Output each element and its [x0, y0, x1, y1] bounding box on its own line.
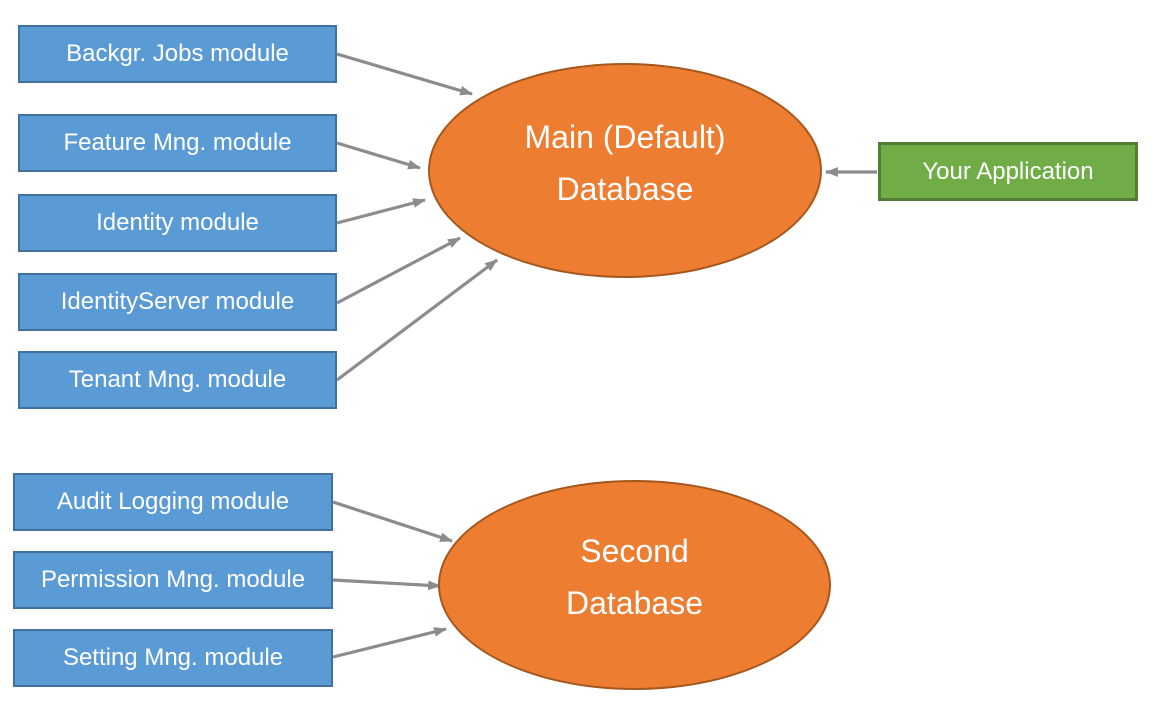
module-box-identity: Identity module	[18, 194, 337, 252]
arrow-identity-to-main-db	[336, 198, 427, 225]
arrow-tenant-mng-to-main-db	[336, 258, 498, 382]
database-name: Second Database	[566, 525, 703, 629]
module-box-backgr-jobs: Backgr. Jobs module	[18, 25, 337, 83]
application-label: Your Application	[922, 157, 1094, 185]
module-box-permission-mng: Permission Mng. module	[13, 551, 333, 609]
arrow-identityserver-to-main-db	[336, 236, 461, 305]
module-box-audit-logging: Audit Logging module	[13, 473, 333, 531]
database-name-line1: Second	[580, 533, 689, 569]
module-label: Setting Mng. module	[62, 644, 284, 671]
arrow-backgr-jobs-to-main-db	[336, 52, 474, 96]
module-box-setting-mng: Setting Mng. module	[13, 629, 333, 687]
main-database-ellipse: Main (Default) Database	[428, 63, 822, 278]
database-name-line2: Database	[556, 170, 694, 207]
module-label: Permission Mng. module	[40, 566, 306, 593]
arrow-permission-mng-to-second-db	[332, 578, 442, 591]
module-box-feature-mng: Feature Mng. module	[18, 114, 337, 172]
module-label: Feature Mng. module	[63, 129, 292, 156]
second-database-ellipse: Second Database	[438, 480, 831, 690]
arrow-feature-mng-to-main-db	[336, 141, 422, 170]
arrow-setting-mng-to-second-db	[332, 627, 448, 659]
database-name: Main (Default) Database	[525, 111, 726, 215]
module-label: Backgr. Jobs module	[66, 40, 289, 67]
module-label: Identity module	[96, 209, 259, 236]
your-application-box: Your Application	[878, 142, 1138, 201]
module-label: Tenant Mng. module	[68, 366, 287, 393]
database-name-line1: Main (Default)	[524, 118, 726, 155]
module-box-identityserver: IdentityServer module	[18, 273, 337, 331]
module-label: Audit Logging module	[56, 488, 290, 515]
database-name-line2: Database	[566, 585, 703, 621]
module-label: IdentityServer module	[60, 288, 295, 315]
arrow-audit-logging-to-second-db	[332, 500, 454, 543]
module-box-tenant-mng: Tenant Mng. module	[18, 351, 337, 409]
